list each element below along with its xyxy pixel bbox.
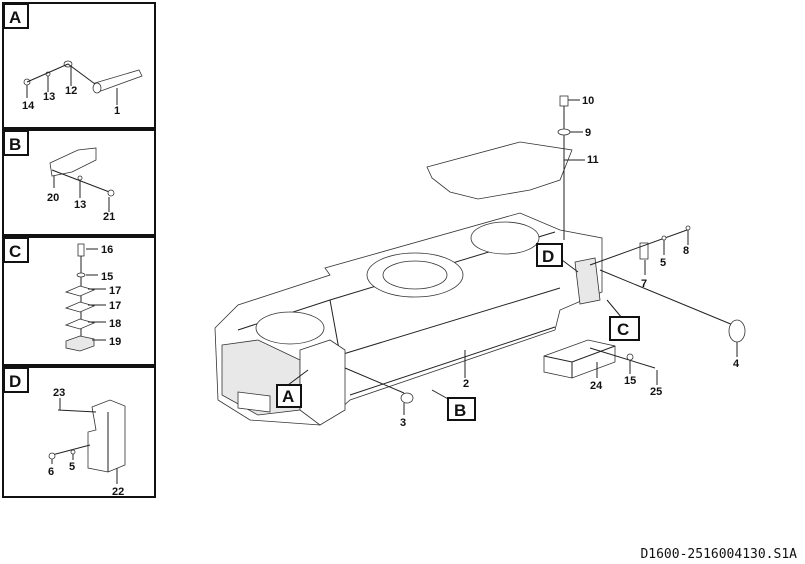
callout-20: 20 bbox=[47, 192, 59, 204]
detail-ref-b: B bbox=[447, 397, 476, 421]
callout-10: 10 bbox=[582, 95, 594, 107]
callout-22: 22 bbox=[112, 486, 124, 498]
callout-15: 15 bbox=[624, 375, 636, 387]
callout-9: 9 bbox=[585, 127, 591, 139]
detail-panel-d: D 23 6 5 22 bbox=[2, 366, 156, 498]
callout-23: 23 bbox=[53, 387, 65, 399]
callout-11: 11 bbox=[587, 154, 599, 166]
callout-2: 2 bbox=[463, 378, 469, 390]
callout-18: 18 bbox=[109, 318, 121, 330]
detail-panel-a: A 14 13 12 1 bbox=[2, 2, 156, 129]
callout-15: 15 bbox=[101, 271, 113, 283]
callout-6: 6 bbox=[48, 466, 54, 478]
detail-panel-c: C 16 15 17 17 18 19 bbox=[2, 236, 156, 366]
callout-14: 14 bbox=[22, 100, 35, 112]
panel-letter: B bbox=[9, 135, 21, 154]
panel-letter: C bbox=[9, 242, 21, 261]
svg-text:B: B bbox=[454, 401, 466, 420]
panel-letter: D bbox=[9, 372, 21, 391]
callout-8: 8 bbox=[683, 245, 689, 257]
callout-3: 3 bbox=[400, 417, 406, 429]
callout-5: 5 bbox=[69, 461, 75, 473]
detail-panel-b: B 20 13 21 bbox=[2, 129, 156, 236]
drawing-number: D1600-2516004130.S1A bbox=[640, 547, 797, 562]
callout-24: 24 bbox=[590, 380, 603, 392]
callout-5: 5 bbox=[660, 257, 666, 269]
callout-21: 21 bbox=[103, 211, 115, 223]
detail-ref-d: D bbox=[536, 243, 563, 267]
callout-4: 4 bbox=[733, 358, 740, 370]
callout-25: 25 bbox=[650, 386, 662, 398]
detail-ref-c: C bbox=[609, 316, 640, 341]
callout-16: 16 bbox=[101, 244, 113, 256]
callout-13: 13 bbox=[74, 199, 86, 211]
main-frame-assembly: 10 9 11 8 5 7 4 2 3 24 15 25 D C A B bbox=[214, 95, 746, 429]
cover-plate bbox=[426, 141, 573, 200]
callout-1: 1 bbox=[114, 105, 120, 117]
panel-letter: A bbox=[9, 8, 21, 27]
callout-13: 13 bbox=[43, 91, 55, 103]
svg-text:A: A bbox=[282, 387, 294, 406]
callout-17: 17 bbox=[109, 285, 121, 297]
callout-17: 17 bbox=[109, 300, 121, 312]
svg-text:C: C bbox=[617, 320, 629, 339]
callout-12: 12 bbox=[65, 85, 77, 97]
detail-ref-a: A bbox=[276, 384, 302, 408]
callout-19: 19 bbox=[109, 336, 121, 348]
svg-text:D: D bbox=[542, 247, 554, 266]
callout-7: 7 bbox=[641, 278, 647, 290]
